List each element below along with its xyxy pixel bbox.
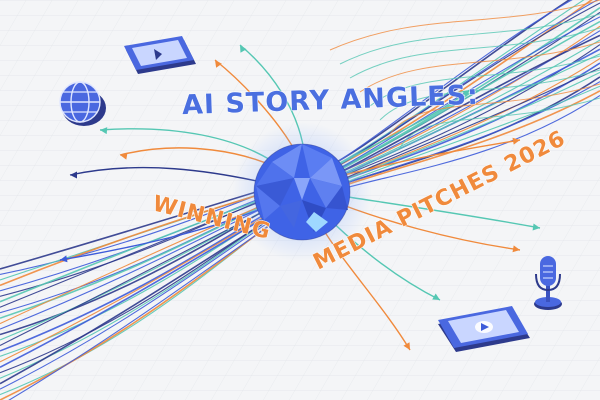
arrow-tip [462,90,470,97]
polyhedron-sphere-icon [253,143,351,241]
headline-line1: AI STORY ANGLES: [182,80,480,121]
arrow-tip [100,127,108,135]
stream-line [359,41,600,93]
arrow-tip [532,223,540,231]
arrow-tip [512,137,520,145]
stream-line [329,0,600,51]
arrow-tip [60,255,68,263]
tablet-play-icon [124,36,196,74]
microphone-icon [534,256,562,310]
arrow-tip [240,45,247,53]
stream-line [369,55,600,107]
arrow-tip [432,293,440,300]
video-play-icon [438,306,530,352]
stream-line [399,97,600,149]
arrow-tip [512,245,520,253]
arrow-tip [120,152,128,160]
stream-line [339,13,600,65]
arrow-tip [403,342,410,350]
globe-icon [59,81,106,126]
arrow-tip [215,60,222,68]
arrow-tips [60,45,540,350]
stream-line [389,83,600,135]
stream-line [349,27,600,79]
arrow-tip [70,171,77,179]
